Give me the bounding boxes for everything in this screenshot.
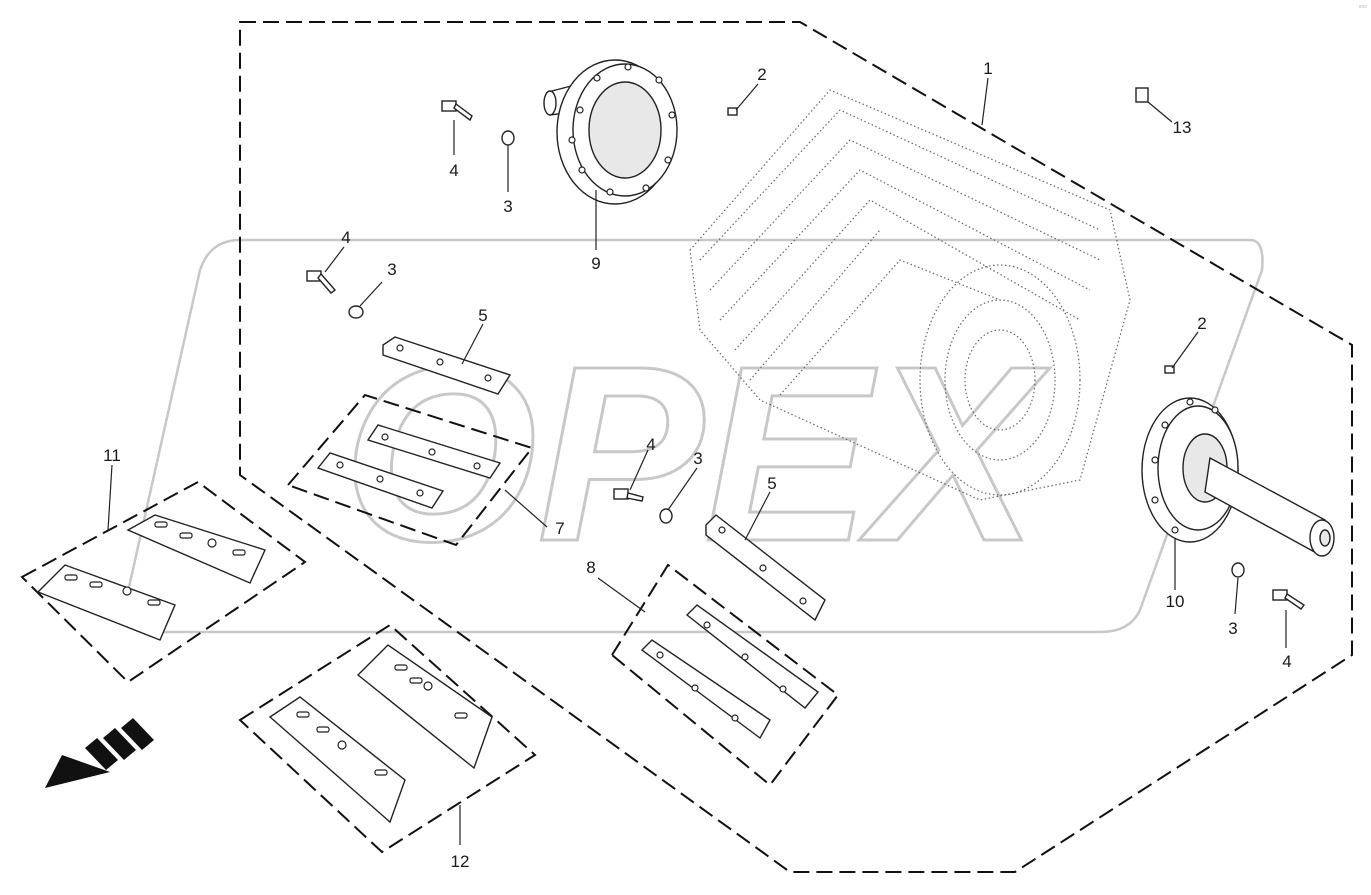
left-flange-hub [543,59,678,205]
bolt-right [1272,589,1306,610]
callout-8: 8 [586,558,595,577]
grub-screw-top [727,107,738,116]
callout-1: 1 [983,59,992,78]
washer-top [501,130,515,146]
callout-3d: 3 [1228,619,1237,638]
knife-12a [356,644,493,770]
bolt-left [306,270,337,294]
callout-13: 13 [1173,118,1192,137]
watermark-logo: OPEX [123,238,1264,634]
callout-9: 9 [591,254,600,273]
callout-4b: 4 [341,228,350,247]
angled-blade-8a [685,604,820,709]
washer-right [1231,562,1245,578]
washer-center [659,508,673,524]
callout-7: 7 [555,519,564,538]
knife-12b [268,696,406,824]
knife-group-11-boundary [20,480,307,684]
callout-10: 10 [1166,592,1185,611]
blade-group-8-boundary [610,563,840,787]
flat-plate-lower [705,514,826,622]
corner-mark: ▫▫▫ [1358,2,1367,11]
direction-arrow-icon [45,718,154,788]
knife-11b [36,564,176,641]
callout-3c: 3 [693,449,702,468]
rotor-drum [689,89,1131,501]
right-stub-shaft [1141,397,1335,557]
callout-2b: 2 [1197,314,1206,333]
angled-blade-8b [640,639,771,740]
knife-11a [126,514,266,584]
leader-lines [107,77,1287,845]
flat-plate-upper [382,336,512,395]
callout-5b: 5 [767,474,776,493]
blade-group-7-boundary [286,393,534,547]
callout-4a: 4 [449,161,458,180]
callout-labels: 1 2 2 3 3 3 3 4 4 4 4 5 5 7 8 9 10 11 12… [103,59,1292,871]
callout-5a: 5 [478,306,487,325]
angled-blade-7b [316,452,445,509]
callout-3b: 3 [387,260,396,279]
callout-12: 12 [451,852,470,871]
knife-group-12-boundary [238,623,537,854]
callout-4c: 4 [646,435,655,454]
assembly-boundary [239,21,1353,873]
callout-3a: 3 [503,197,512,216]
washer-left [348,305,364,319]
callout-2a: 2 [757,65,766,84]
bolt-top [441,100,473,122]
bolt-center [613,488,644,502]
angled-blade-7a [366,424,502,479]
callout-4d: 4 [1282,652,1291,671]
callout-11: 11 [103,446,121,465]
nut-13 [1135,87,1149,103]
grub-screw-right [1164,365,1175,374]
